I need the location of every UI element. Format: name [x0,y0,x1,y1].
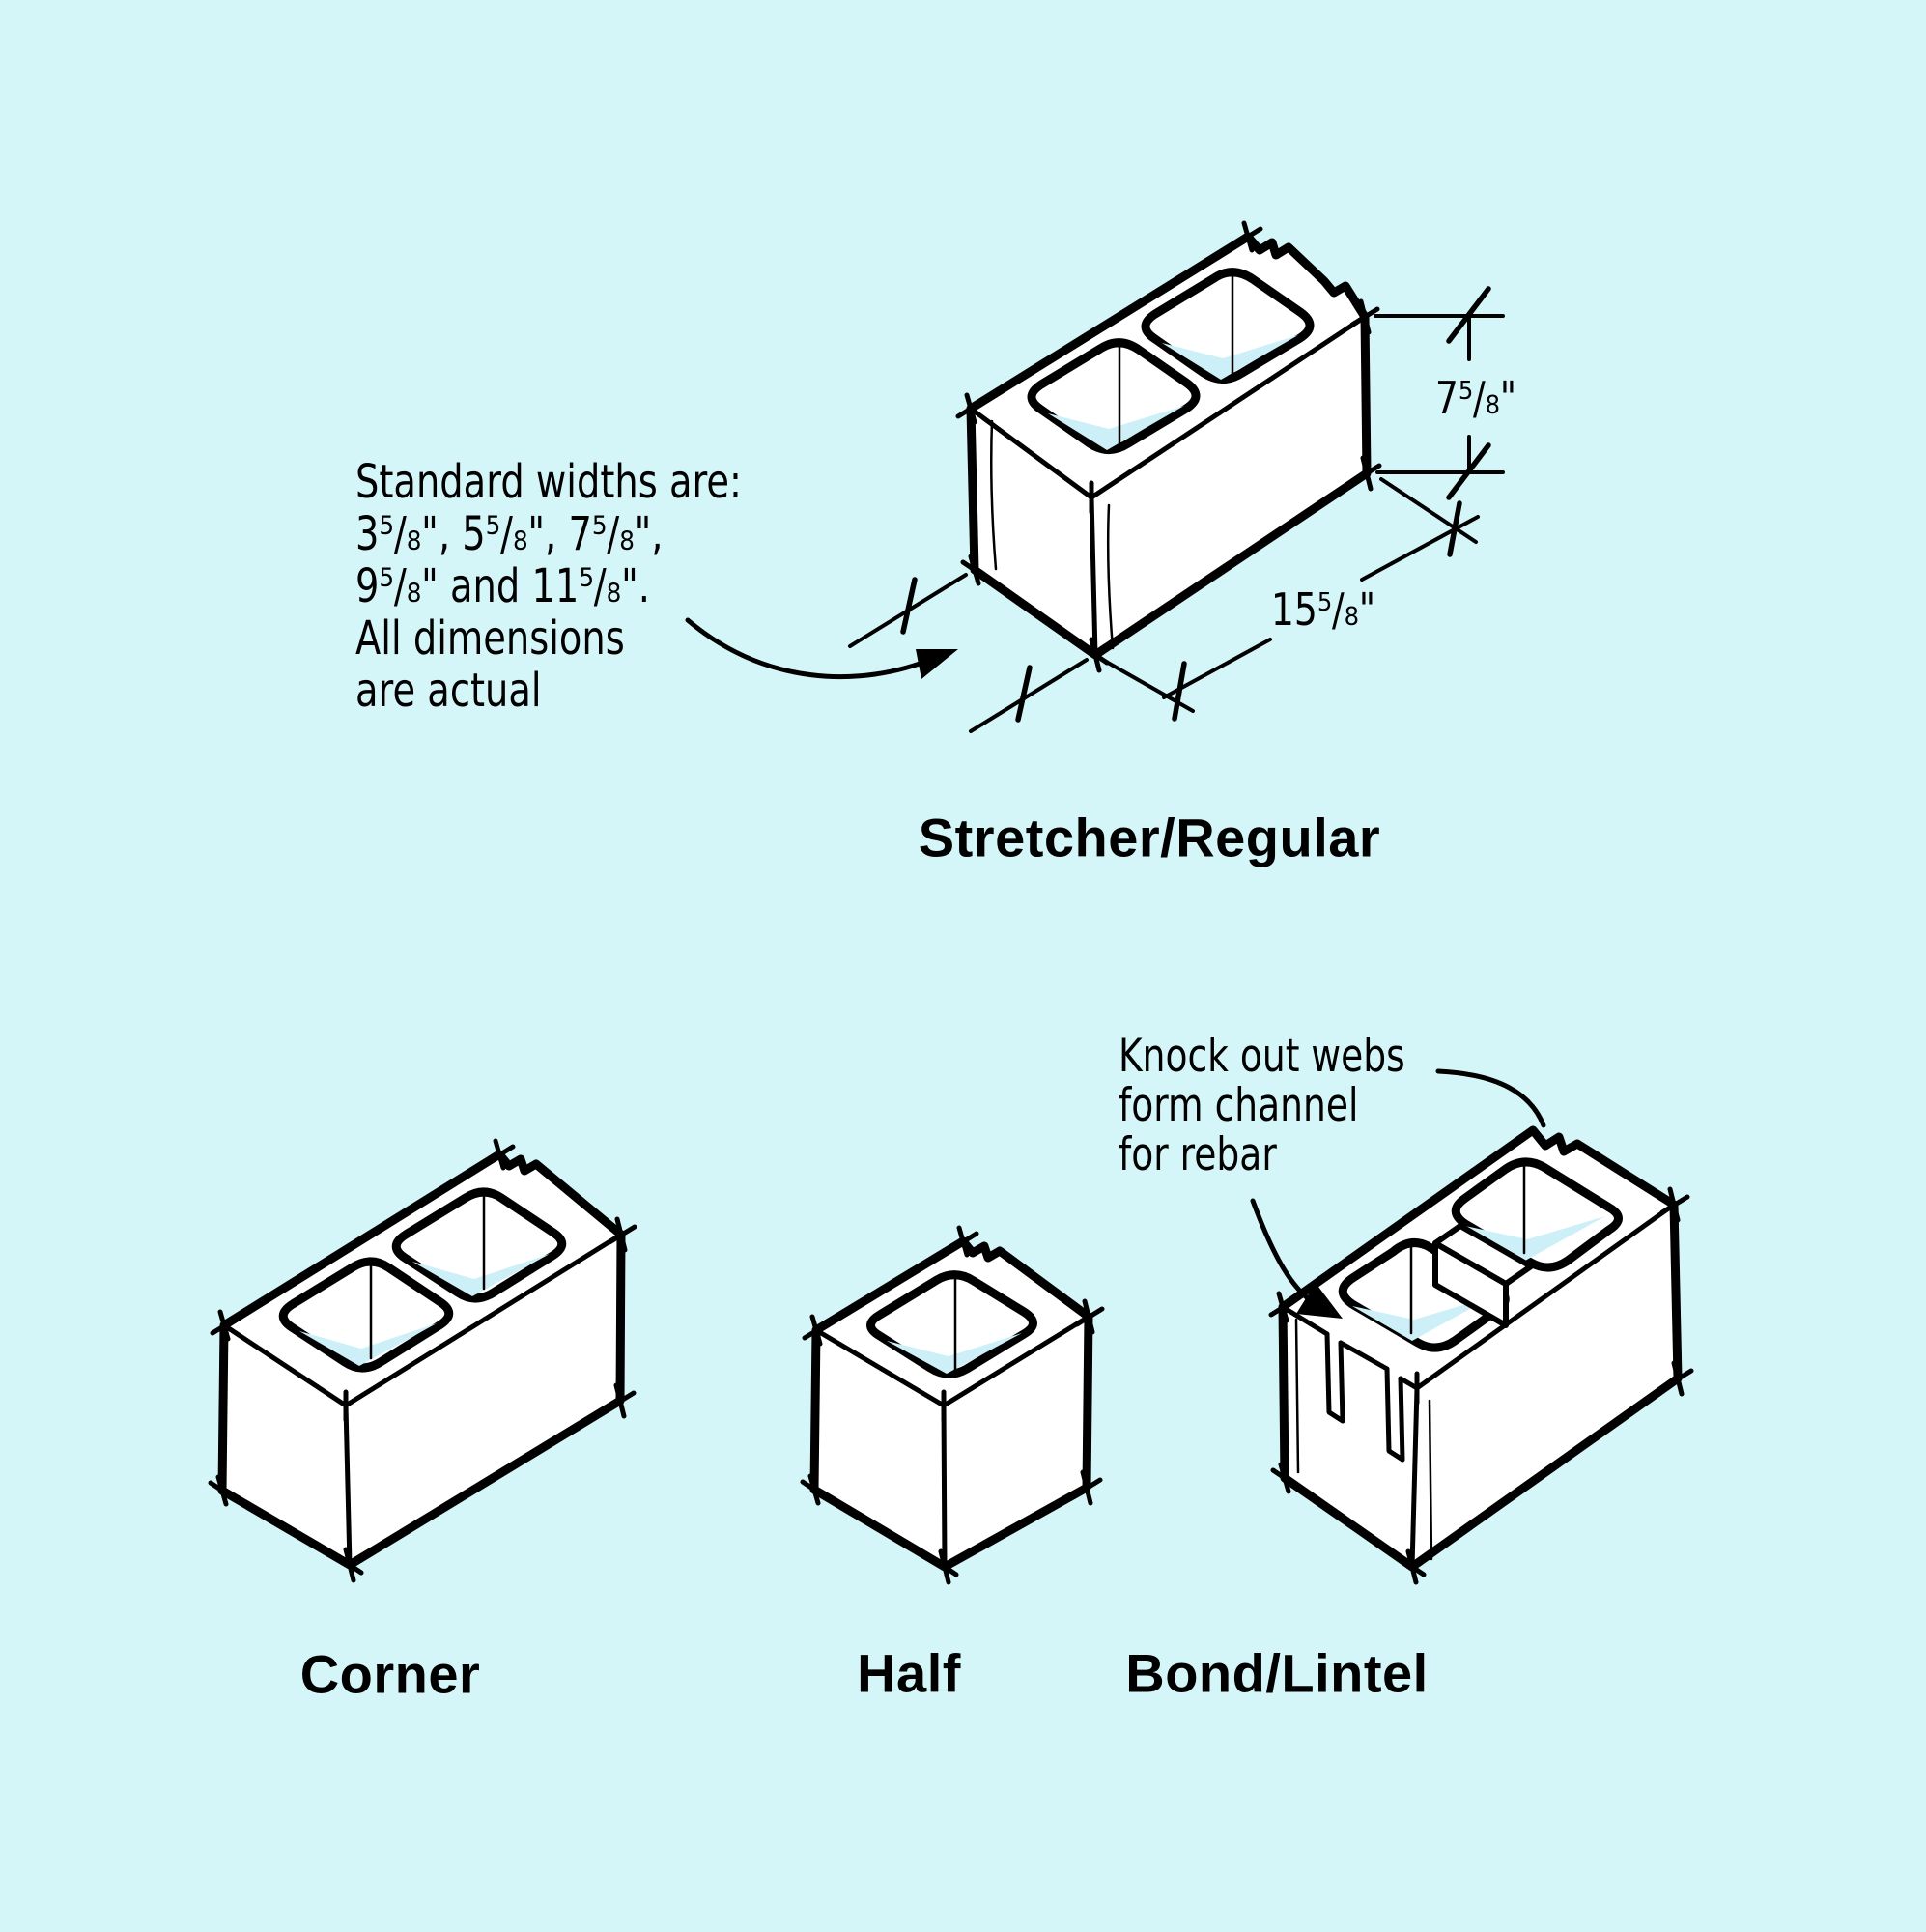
stretcher-block-drawing [955,220,1382,673]
height-dimension-label: 7⁵/₈" [1434,372,1517,424]
bond-lintel-label: Bond/Lintel [1125,1642,1429,1704]
widths-note-line3: 9⁵/₈" and 11⁵/₈". [355,559,650,613]
knockout-note-line3: for rebar [1119,1128,1277,1181]
half-block-drawing [800,1225,1105,1585]
corner-block-drawing [208,1138,637,1583]
widths-note-line5: are actual [355,664,542,718]
height-dimension [1374,286,1505,500]
knockout-arrow [1250,1198,1343,1319]
widths-note-arrow [685,617,958,679]
knockout-note-line2: form channel [1119,1079,1359,1132]
corner-label: Corner [299,1643,481,1705]
widths-note-line2: 3⁵/₈", 5⁵/₈", 7⁵/₈", [355,507,664,561]
stretcher-label: Stretcher/Regular [918,807,1381,868]
widths-note: Standard widths are: 3⁵/₈", 5⁵/₈", 7⁵/₈"… [355,456,742,717]
length-dimension-label: 15⁵/₈" [1270,583,1376,636]
widths-note-line1: Standard widths are: [355,455,742,509]
widths-note-line4: All dimensions [355,611,625,666]
knockout-note-line1: Knock out webs [1119,1030,1405,1083]
knockout-leader-line [1435,1068,1546,1128]
knockout-note: Knock out webs form channel for rebar [1119,1032,1405,1179]
width-dimension [848,573,1089,733]
bond-lintel-block-drawing [1268,1125,1694,1585]
half-label: Half [857,1642,961,1704]
length-dimension [1099,477,1480,722]
